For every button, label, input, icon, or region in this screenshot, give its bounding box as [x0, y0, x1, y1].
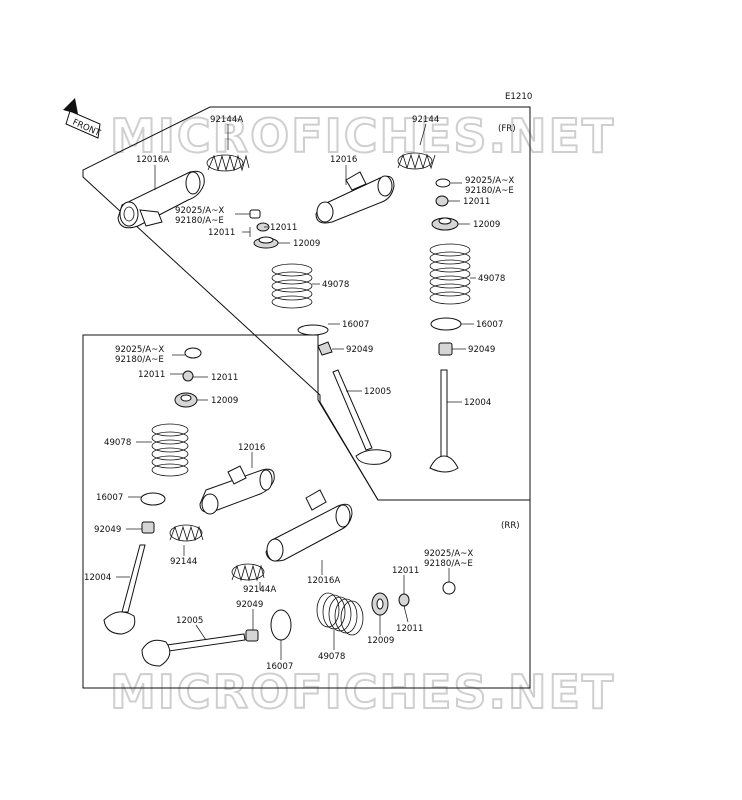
valve-12005-rear [141, 633, 246, 667]
valve-12005-front [332, 369, 392, 465]
label-fr-5: 92180/A~E [175, 216, 224, 226]
label-rr-14: 12005 [176, 616, 203, 626]
cotter-12011-rear-left [182, 370, 194, 382]
valve-spring-49078-rear-center [316, 592, 364, 636]
label-fr-20: 12004 [464, 398, 491, 408]
spring-92144-rear [169, 524, 204, 542]
spring-92144a-rear [231, 563, 265, 582]
label-fr-16: 16007 [476, 320, 503, 330]
label-fr-0: 12016A [136, 155, 169, 165]
label-rr-8: 92049 [94, 525, 121, 535]
seal-92049-rear-left [141, 521, 155, 534]
label-fr-2: 12016 [330, 155, 357, 165]
cotter-12011-rear-right [398, 593, 410, 607]
retainer-12009-rear-right [371, 592, 389, 616]
label-rr-15: 16007 [266, 662, 293, 672]
label-fr-17: 92049 [346, 345, 373, 355]
label-rr-10: 12004 [84, 573, 111, 583]
seal-92049-front-left [317, 341, 333, 356]
watermark-bottom: MICROFICHES.NET [110, 665, 615, 719]
label-rr-17: 12009 [367, 636, 394, 646]
label-rr-11: 12016A [307, 576, 340, 586]
retainer-12009-front-right [431, 217, 459, 231]
diagram-code: E1210 [505, 92, 532, 102]
label-rr-18: 12011 [392, 566, 419, 576]
seal-92049-rear-center [245, 629, 259, 642]
valve-spring-49078-front-right [429, 243, 471, 305]
label-fr-11: 12011 [463, 197, 490, 207]
label-rr-21: 92180/A~E [424, 559, 473, 569]
shim-92025-front-right [435, 178, 451, 188]
spring-92144-front [397, 152, 436, 170]
label-rr-4: 12009 [211, 396, 238, 406]
cotter-12011-front-right [435, 195, 449, 207]
label-fr-18: 92049 [468, 345, 495, 355]
seal-92049-front-right [438, 342, 453, 356]
label-rr-2: 12011 [138, 370, 165, 380]
label-rr-3: 12011 [211, 373, 238, 383]
label-fr-1: 92144A [210, 115, 243, 125]
seat-16007-front-left [297, 324, 329, 336]
label-fr-7: 12011 [208, 228, 235, 238]
label-rr-1: 92180/A~E [115, 355, 164, 365]
label-rr-20: 92025/A~X [424, 549, 473, 559]
rocker-arm-12016-front [315, 171, 395, 224]
label-fr-19: 12005 [364, 387, 391, 397]
valve-spring-49078-front-left [271, 263, 313, 309]
label-rr-9: 92144 [170, 557, 197, 567]
label-fr-8: 12009 [293, 239, 320, 249]
label-fr-15: 16007 [342, 320, 369, 330]
label-rr-16: 49078 [318, 652, 345, 662]
seat-16007-front-right [430, 317, 462, 331]
label-fr-9: 92025/A~X [465, 176, 514, 186]
watermark-top: MICROFICHES.NET [110, 109, 615, 163]
label-rr-13: 92049 [236, 600, 263, 610]
rocker-arm-12016-rear [199, 465, 275, 515]
frame-rear [82, 334, 531, 689]
frame-front [82, 106, 531, 501]
label-fr-12: 12009 [473, 220, 500, 230]
label-fr-4: 92025/A~X [175, 206, 224, 216]
front-arrow-icon: FRONT [63, 98, 102, 139]
valve-spring-49078-rear-left [151, 423, 189, 477]
retainer-12009-front-left [253, 236, 279, 249]
shim-92025-front-left [249, 209, 261, 219]
rocker-arm-12016a-rear [265, 489, 353, 562]
cotter-12011-front-left [256, 222, 270, 232]
label-rr-5: 49078 [104, 438, 131, 448]
leader-lines [116, 123, 476, 660]
retainer-12009-rear-left [174, 392, 198, 408]
valve-12004-rear [103, 544, 146, 635]
label-fr-14: 49078 [478, 274, 505, 284]
spring-92144a-front [206, 154, 250, 172]
label-fr-13: 49078 [322, 280, 349, 290]
section-label-fr: (FR) [498, 124, 516, 134]
valve-12004-front [429, 369, 459, 473]
label-rr-0: 92025/A~X [115, 345, 164, 355]
shim-92025-rear-left [184, 347, 202, 359]
seat-16007-rear-center [270, 609, 292, 641]
label-fr-3: 92144 [412, 115, 439, 125]
label-rr-19: 12011 [396, 624, 423, 634]
label-fr-6: 12011 [270, 223, 297, 233]
rocker-arm-12016a-front [117, 170, 205, 229]
section-label-rr: (RR) [501, 521, 520, 531]
label-rr-7: 16007 [96, 493, 123, 503]
seat-16007-rear-left [140, 492, 166, 506]
label-rr-12: 92144A [243, 585, 276, 595]
label-rr-6: 12016 [238, 443, 265, 453]
shim-92025-rear-right [442, 581, 456, 595]
label-fr-10: 92180/A~E [465, 186, 514, 196]
